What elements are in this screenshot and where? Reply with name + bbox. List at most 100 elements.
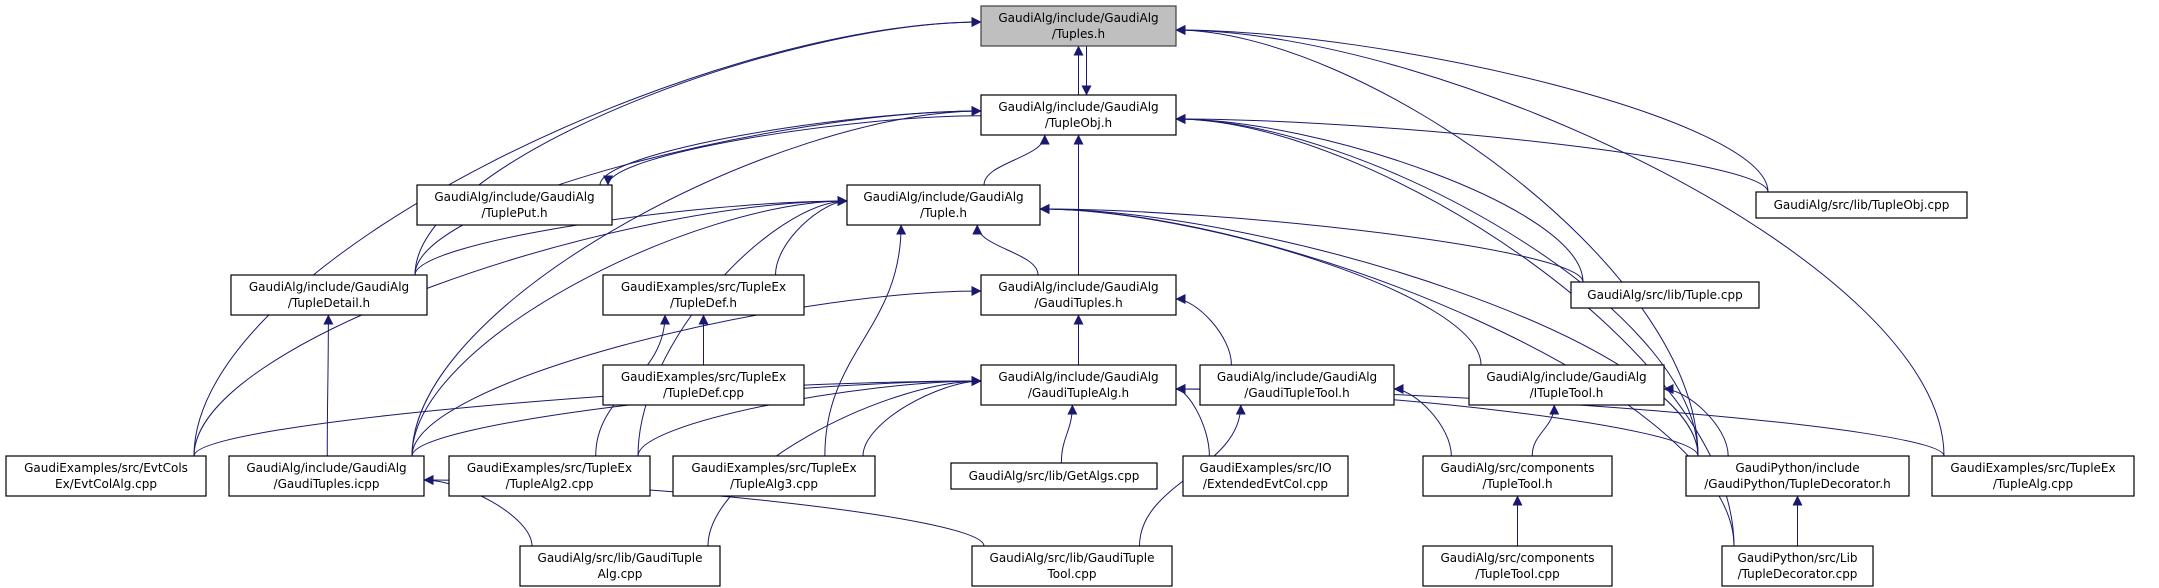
node-label-line2: /GaudiTuples.h [1034, 296, 1122, 310]
node-label-line1: GaudiAlg/include/GaudiAlg [1486, 370, 1646, 384]
edge-tupledecorator-h-to-tupleobj-h [1175, 114, 1699, 457]
edge-tupletool-h-to-ituple-tool-h [1531, 404, 1560, 457]
node-evtcolalg-cpp[interactable]: GaudiExamples/src/EvtColsEx/EvtColAlg.cp… [5, 455, 207, 497]
edge-gaudituples-h-to-tuple-h [972, 224, 1039, 276]
edge-tupleobj-cpp-to-tuples-h [1175, 25, 1769, 193]
node-label-line1: GaudiAlg/include/GaudiAlg [998, 100, 1158, 114]
node-gaudituplealg-h[interactable]: GaudiAlg/include/GaudiAlg/GaudiTupleAlg.… [980, 364, 1177, 406]
node-box [416, 184, 613, 226]
edge-gaudituples-icpp-to-gaudituplealg-h [411, 376, 982, 457]
node-ituple-tool-h[interactable]: GaudiAlg/include/GaudiAlg/ITupleTool.h [1468, 364, 1665, 406]
node-label-line1: GaudiAlg/src/lib/Tuple.cpp [1587, 288, 1742, 302]
node-box [1468, 364, 1665, 406]
edge-gaudituples-icpp-to-tupledetail-h [323, 314, 334, 457]
node-label-line2: /TupleDetail.h [288, 296, 370, 310]
node-box [980, 364, 1177, 406]
node-box [980, 5, 1177, 47]
edge-tupletool-h-to-gauditupletool-h [1393, 384, 1452, 457]
edge-gaudituples-icpp-to-tupleobj-h [411, 106, 982, 457]
node-box [1721, 545, 1874, 587]
node-label-line1: GaudiExamples/src/TupleEx [1950, 461, 2115, 475]
node-label-line2: /TupleTool.h [1482, 477, 1552, 491]
node-getalgs-cpp[interactable]: GaudiAlg/src/lib/GetAlgs.cpp [950, 462, 1158, 490]
edge-gauditupletool-h-to-gaudituples-h [1175, 294, 1232, 366]
edge-tupledetail-h-to-tupleobj-h [414, 106, 982, 276]
node-label-line2: Alg.cpp [598, 567, 643, 581]
node-label-line1: GaudiPython/src/Lib [1737, 551, 1857, 565]
node-tupletool-cpp[interactable]: GaudiAlg/src/components/TupleTool.cpp [1422, 545, 1613, 587]
node-tupledetail-h[interactable]: GaudiAlg/include/GaudiAlg/TupleDetail.h [230, 274, 428, 316]
node-label-line2: /TuplePut.h [481, 206, 547, 220]
edge-tupleobj-h-to-tupleput-h [603, 115, 982, 186]
node-label-line1: GaudiAlg/include/GaudiAlg [434, 190, 594, 204]
node-box [5, 455, 207, 497]
node-tupledecorator-cpp[interactable]: GaudiPython/src/Lib/TupleDecorator.cpp [1721, 545, 1874, 587]
node-tupleobj-cpp[interactable]: GaudiAlg/src/lib/TupleObj.cpp [1755, 191, 1968, 219]
node-label-line2: /TupleAlg3.cpp [730, 477, 818, 491]
node-box [602, 364, 805, 406]
node-tupleobj-h[interactable]: GaudiAlg/include/GaudiAlg/TupleObj.h [980, 94, 1177, 136]
node-label-line2: /ExtendedEvtCol.cpp [1203, 477, 1328, 491]
edge-tupledetail-h-to-tuples-h [414, 17, 982, 276]
edge-evtcolalg-cpp-to-tuple-h [193, 196, 848, 457]
node-tupledef-cpp[interactable]: GaudiExamples/src/TupleEx/TupleDef.cpp [602, 364, 805, 406]
edge-tuplealg3-cpp-to-gaudituplealg-h [862, 376, 982, 457]
node-label-line2: /TupleAlg2.cpp [506, 477, 594, 491]
node-tupleput-h[interactable]: GaudiAlg/include/GaudiAlg/TuplePut.h [416, 184, 613, 226]
node-box [602, 274, 805, 316]
node-label-line1: GaudiAlg/include/GaudiAlg [998, 280, 1158, 294]
node-label-line1: GaudiAlg/src/lib/GaudiTuple [990, 551, 1155, 565]
node-gaudituplealg-cpp[interactable]: GaudiAlg/src/lib/GaudiTupleAlg.cpp [519, 545, 721, 587]
node-label-line2: /ITupleTool.h [1530, 386, 1604, 400]
node-label-line1: GaudiAlg/include/GaudiAlg [998, 370, 1158, 384]
node-extendedevtcol-cpp[interactable]: GaudiExamples/src/IO/ExtendedEvtCol.cpp [1182, 455, 1349, 497]
node-box [1755, 191, 1968, 219]
node-box [1422, 455, 1613, 497]
node-box [1199, 364, 1395, 406]
node-box [1570, 281, 1760, 309]
node-gauditupletool-cpp[interactable]: GaudiAlg/src/lib/GaudiTupleTool.cpp [971, 545, 1173, 587]
node-gauditupletool-h[interactable]: GaudiAlg/include/GaudiAlg/GaudiTupleTool… [1199, 364, 1395, 406]
node-tuplealg-cpp[interactable]: GaudiExamples/src/TupleEx/TupleAlg.cpp [1931, 455, 2135, 497]
node-tuples-h: GaudiAlg/include/GaudiAlg/Tuples.h [980, 5, 1177, 47]
node-box [672, 455, 876, 497]
node-label-line2: /TupleDef.cpp [663, 386, 744, 400]
node-tupletool-h[interactable]: GaudiAlg/src/components/TupleTool.h [1422, 455, 1613, 497]
node-label-line1: GaudiExamples/src/TupleEx [621, 280, 786, 294]
node-label-line2: Tool.cpp [1047, 567, 1097, 581]
node-box [950, 462, 1158, 490]
node-box [1182, 455, 1349, 497]
node-label-line2: /GaudiPython/TupleDecorator.h [1704, 477, 1891, 491]
node-label-line1: GaudiAlg/src/lib/TupleObj.cpp [1774, 198, 1950, 212]
node-label-line1: GaudiAlg/include/GaudiAlg [246, 461, 406, 475]
node-label-line1: GaudiAlg/src/lib/GetAlgs.cpp [969, 469, 1140, 483]
edge-tuple-h-to-tupleobj-h [983, 134, 1050, 186]
node-tuplealg2-cpp[interactable]: GaudiExamples/src/TupleEx/TupleAlg2.cpp [448, 455, 651, 497]
edge-gaudituplealg-cpp-to-gaudituples-icpp [423, 475, 533, 547]
node-label-line1: GaudiExamples/src/TupleEx [621, 370, 786, 384]
node-tuple-h[interactable]: GaudiAlg/include/GaudiAlg/Tuple.h [846, 184, 1041, 226]
node-box [519, 545, 721, 587]
edge-tupledef-h-to-tuple-h [775, 196, 848, 276]
edge-gaudituples-icpp-to-gaudituples-h [411, 286, 982, 457]
node-label-line1: GaudiAlg/src/components [1440, 461, 1594, 475]
node-label-line1: GaudiAlg/src/lib/GaudiTuple [538, 551, 703, 565]
node-gaudituples-h[interactable]: GaudiAlg/include/GaudiAlg/GaudiTuples.h [980, 274, 1177, 316]
node-label-line1: GaudiPython/include [1735, 461, 1859, 475]
node-label-line1: GaudiExamples/src/EvtCols [24, 461, 188, 475]
node-label-line2: /Tuples.h [1052, 27, 1105, 41]
node-tuple-cpp[interactable]: GaudiAlg/src/lib/Tuple.cpp [1570, 281, 1760, 309]
node-label-line2: /GaudiTuples.icpp [274, 477, 380, 491]
node-tupledecorator-h[interactable]: GaudiPython/include/GaudiPython/TupleDec… [1685, 455, 1910, 497]
edge-tuplealg2-cpp-to-gaudituplealg-h [637, 376, 982, 457]
node-box [1685, 455, 1910, 497]
edge-gaudituples-icpp-to-tuple-h [411, 196, 848, 457]
node-tuplealg3-cpp[interactable]: GaudiExamples/src/TupleEx/TupleAlg3.cpp [672, 455, 876, 497]
node-label-line1: GaudiExamples/src/TupleEx [691, 461, 856, 475]
node-label-line1: GaudiAlg/include/GaudiAlg [1217, 370, 1377, 384]
edge-evtcolalg-cpp-to-gaudituplealg-h [193, 376, 982, 457]
node-gaudituples-icpp[interactable]: GaudiAlg/include/GaudiAlg/GaudiTuples.ic… [228, 455, 425, 497]
node-tupledef-h[interactable]: GaudiExamples/src/TupleEx/TupleDef.h [602, 274, 805, 316]
edge-getalgs-cpp-to-gaudituplealg-h [1060, 404, 1078, 464]
